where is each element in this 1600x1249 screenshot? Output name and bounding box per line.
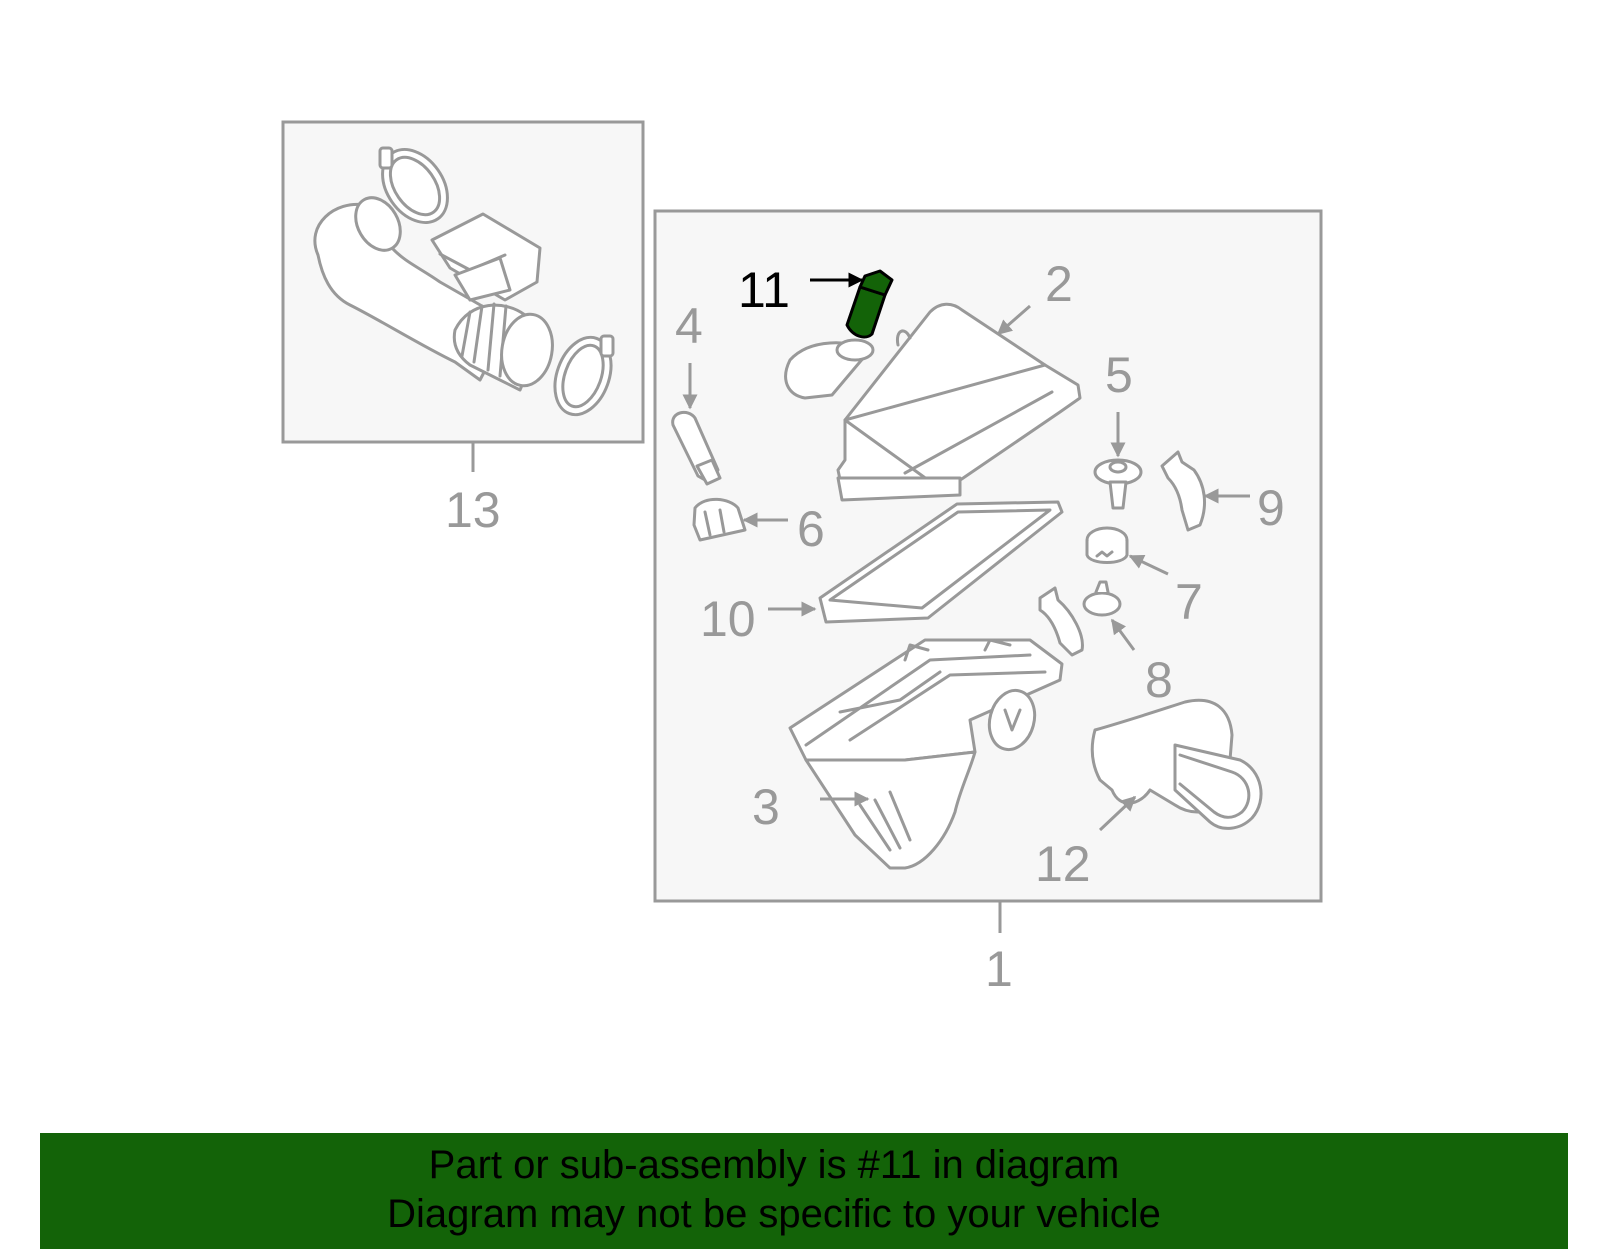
callout-7: 7 [1175,574,1203,630]
banner-line-1: Part or sub-assembly is #11 in diagram [428,1143,1120,1187]
callout-3: 3 [752,779,780,835]
part-7-cap [1085,526,1129,564]
part-2-upper-cover [784,302,1082,502]
part-11-highlighted-sensor [845,269,894,339]
part-10-filter [818,500,1064,624]
part-13-intake-duct [313,146,615,417]
callout-9: 9 [1257,480,1285,536]
callout-6: 6 [797,501,825,557]
callout-8: 8 [1145,652,1173,708]
callout-1: 1 [985,941,1013,997]
parts-diagram: 13 1 2 11 4 6 10 [281,120,1323,997]
callout-12: 12 [1035,836,1091,892]
part-5-clip [1093,458,1143,510]
callout-11: 11 [738,262,790,318]
part-12-outlet-duct [1090,698,1263,830]
banner-line-2: Diagram may not be specific to your vehi… [387,1192,1161,1236]
part-9-bracket [1160,450,1207,532]
callout-13: 13 [445,482,501,538]
part-6-grommet [692,497,747,542]
part-8-push-clip [1082,580,1122,617]
part-3-lower-housing [788,586,1084,870]
callout-5: 5 [1105,347,1133,403]
callout-4: 4 [675,298,703,354]
callout-2: 2 [1045,256,1073,312]
callout-10: 10 [700,591,756,647]
info-banner: Part or sub-assembly is #11 in diagram D… [40,1133,1568,1249]
part-4-sensor [671,410,722,486]
